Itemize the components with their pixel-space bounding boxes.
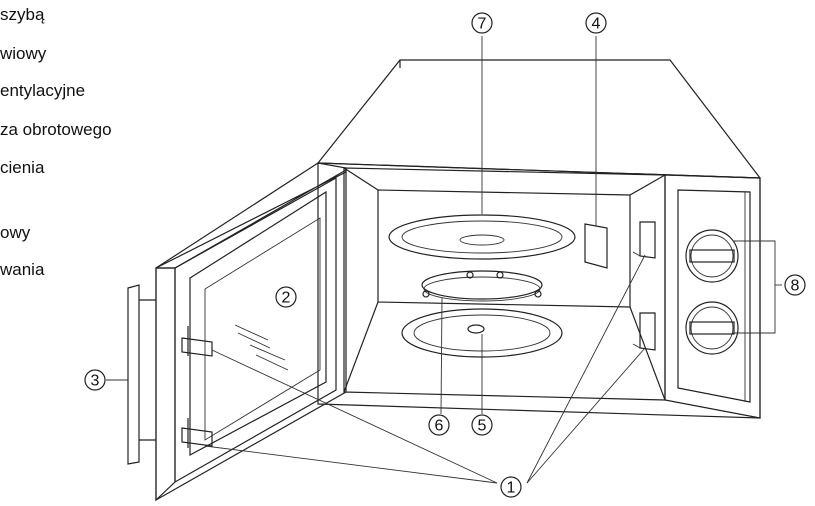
callout-1: 1 <box>500 476 522 498</box>
legend-line-7: wania <box>0 260 45 279</box>
door-window <box>234 324 289 371</box>
knob-bracket <box>733 240 776 334</box>
cabinet <box>317 59 761 419</box>
leader-lines <box>106 36 782 484</box>
safety-latch-holes <box>632 221 656 351</box>
callout-2-text: 2 <box>282 290 291 307</box>
legend-line-5: cienia <box>0 158 45 177</box>
callout-8-text: 8 <box>791 278 800 295</box>
legend-line-2: wiowy <box>0 44 47 63</box>
glass-tray <box>388 214 576 260</box>
callout-5-text: 5 <box>478 418 487 435</box>
legend-line-4: za obrotowego <box>0 120 112 139</box>
door-panel <box>155 162 347 502</box>
door-handle <box>127 284 156 465</box>
callout-8: 8 <box>784 274 806 296</box>
callout-4-text: 4 <box>592 16 601 33</box>
callout-5: 5 <box>471 414 493 436</box>
waveguide-cover <box>584 223 608 269</box>
callout-7-text: 7 <box>478 16 487 33</box>
power-knob <box>685 301 739 355</box>
legend-line-6: owy <box>0 223 31 242</box>
callout-labels: 1 2 3 4 5 6 7 <box>84 12 806 498</box>
roller-ring <box>421 270 543 302</box>
callout-1-text: 1 <box>507 480 516 497</box>
door-hooks <box>181 326 213 448</box>
callout-6: 6 <box>428 414 450 436</box>
control-panel <box>664 174 761 419</box>
callout-3: 3 <box>84 369 106 391</box>
callout-7: 7 <box>471 12 493 34</box>
callout-2: 2 <box>275 286 297 308</box>
legend-line-1: szybą <box>0 5 45 24</box>
callout-6-text: 6 <box>435 418 444 435</box>
oven-cavity <box>343 167 666 401</box>
callout-3-text: 3 <box>91 373 100 390</box>
timer-knob <box>685 229 739 283</box>
callout-4: 4 <box>585 12 607 34</box>
legend-line-3: entylacyjne <box>0 81 86 100</box>
